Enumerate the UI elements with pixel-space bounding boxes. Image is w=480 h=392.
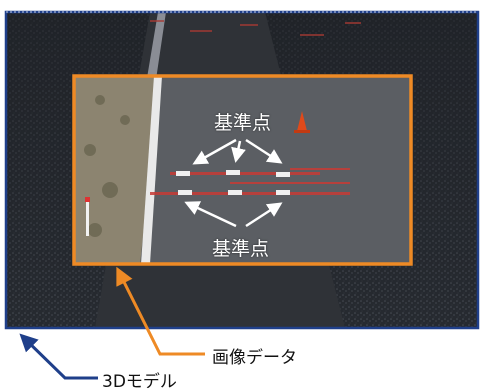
image-data-label: 画像データ [212, 348, 297, 368]
reference-arrows-top [192, 138, 283, 165]
reference-point-label-top: 基準点 [214, 112, 272, 134]
reference-point-markers [176, 170, 290, 195]
model-leader [19, 333, 98, 380]
model-3d-label: 3Dモデル [102, 372, 177, 392]
image-data-leader [116, 266, 205, 356]
reference-arrows-bottom [184, 201, 283, 228]
traffic-cone [297, 111, 307, 131]
camera-image [74, 76, 411, 264]
reference-point-label-bottom: 基準点 [212, 238, 270, 260]
image-frame [72, 74, 413, 266]
